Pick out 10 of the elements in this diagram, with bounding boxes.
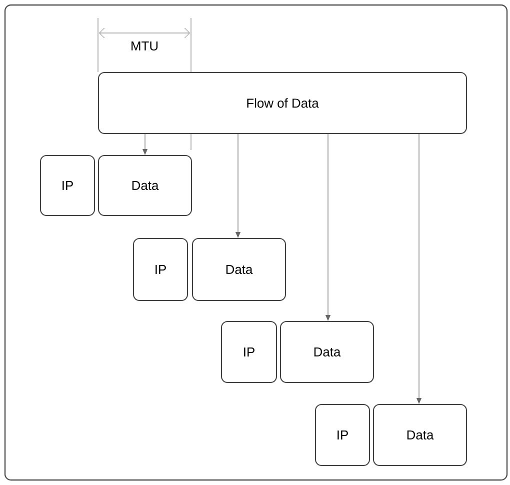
data-box: Data: [192, 238, 286, 301]
header-box: IP: [40, 155, 95, 216]
header-box: IP: [133, 238, 188, 301]
data-box: Data: [280, 321, 374, 383]
dimension-label: MTU: [129, 40, 160, 52]
flow-box: Flow of Data: [98, 72, 467, 134]
data-box: Data: [98, 155, 192, 216]
data-box: Data: [373, 404, 467, 466]
header-box: IP: [221, 321, 277, 383]
header-box: IP: [315, 404, 370, 466]
